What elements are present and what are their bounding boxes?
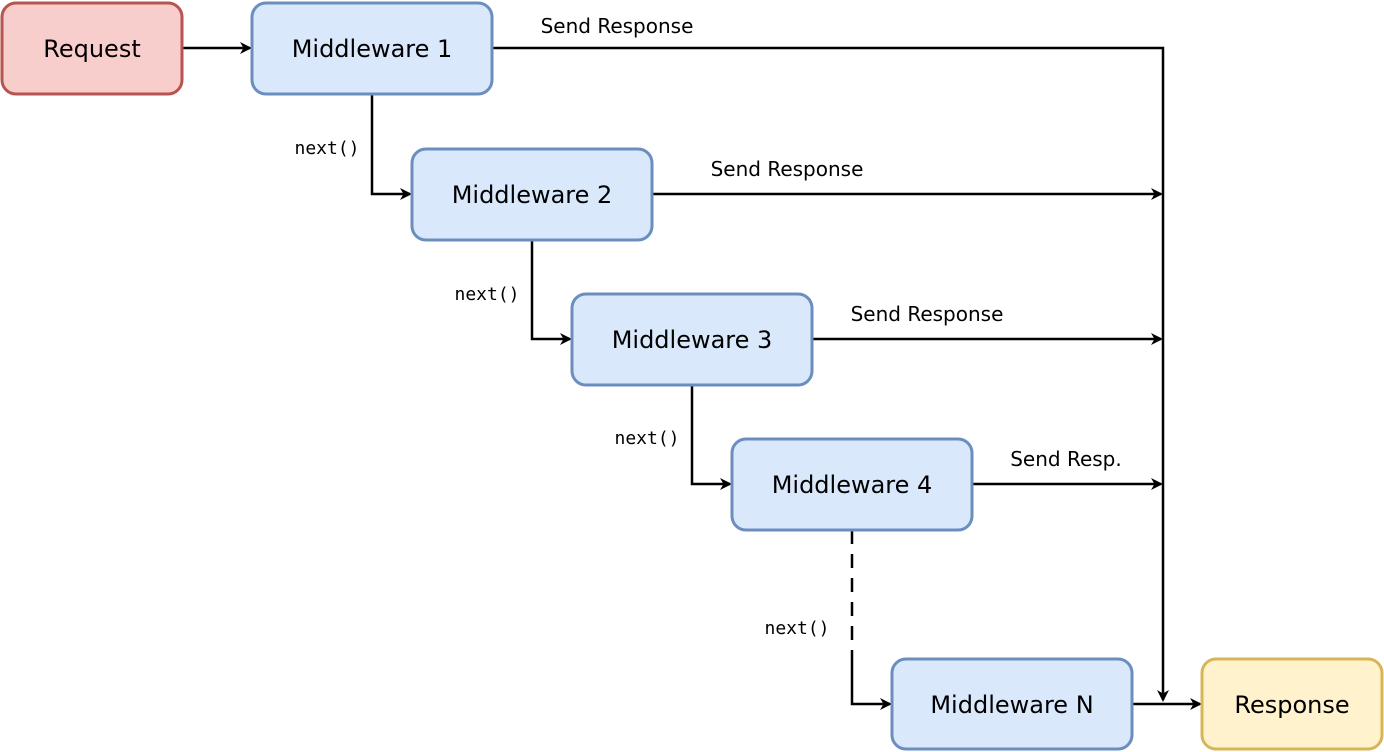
middleware-1-node: Middleware 1 xyxy=(250,1,494,96)
response-label: Response xyxy=(1234,691,1349,719)
middleware-4-label: Middleware 4 xyxy=(772,471,933,499)
middleware-n-label: Middleware N xyxy=(930,691,1093,719)
next-label-4: next() xyxy=(764,618,829,639)
middleware-1-box xyxy=(250,1,494,96)
middleware-2-box xyxy=(410,147,654,242)
request-label: Request xyxy=(43,35,141,63)
next-label-3: next() xyxy=(614,428,679,449)
middleware-3-label: Middleware 3 xyxy=(612,326,773,354)
middleware-4-node: Middleware 4 xyxy=(730,437,974,532)
response-box xyxy=(1200,657,1384,751)
send-response-label-1: Send Response xyxy=(541,14,694,38)
middleware-3-box xyxy=(570,292,814,387)
connectors xyxy=(182,42,1202,710)
middleware-4-box xyxy=(730,437,974,532)
middleware-1-label: Middleware 1 xyxy=(292,35,453,63)
send-response-label-2: Send Response xyxy=(711,157,864,181)
response-node: Response xyxy=(1200,657,1384,751)
request-box xyxy=(0,1,184,96)
next-label-1: next() xyxy=(294,138,359,159)
middleware-n-box xyxy=(890,657,1134,751)
next-label-2: next() xyxy=(454,284,519,305)
send-response-label-3: Send Response xyxy=(851,302,1004,326)
edge-middleware-1-response xyxy=(492,46,1169,702)
middleware-2-label: Middleware 2 xyxy=(452,181,613,209)
request-node: Request xyxy=(0,1,184,96)
middleware-n-node: Middleware N xyxy=(890,657,1134,751)
middleware-2-node: Middleware 2 xyxy=(410,147,654,242)
connector-labels: Send Response Send Response Send Respons… xyxy=(294,14,1121,639)
edge-middleware-1-next xyxy=(370,95,412,200)
edge-middleware-3-next xyxy=(690,385,732,490)
edge-middleware-4-next-solid xyxy=(850,650,892,710)
middleware-3-node: Middleware 3 xyxy=(570,292,814,387)
send-response-label-4: Send Resp. xyxy=(1010,447,1122,471)
edge-middleware-2-next xyxy=(530,240,572,345)
